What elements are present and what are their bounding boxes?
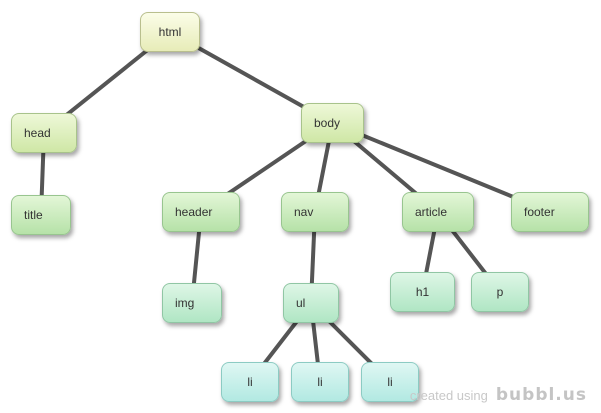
node-body[interactable]: body (301, 103, 364, 143)
node-li-3[interactable]: li (361, 362, 419, 402)
node-li-2[interactable]: li (291, 362, 349, 402)
node-p[interactable]: p (471, 272, 529, 312)
node-title[interactable]: title (11, 195, 71, 235)
bubblus-logo: bubbl.us (495, 385, 587, 405)
node-h1[interactable]: h1 (390, 272, 455, 312)
node-header[interactable]: header (162, 192, 240, 232)
node-img[interactable]: img (162, 283, 222, 323)
node-head[interactable]: head (11, 113, 77, 153)
watermark: created using bubbl.us (410, 385, 587, 405)
node-html[interactable]: html (140, 12, 200, 52)
node-nav[interactable]: nav (281, 192, 349, 232)
watermark-text: created using (409, 388, 488, 403)
node-article[interactable]: article (402, 192, 474, 232)
node-li-1[interactable]: li (221, 362, 279, 402)
node-footer[interactable]: footer (511, 192, 589, 232)
node-ul[interactable]: ul (283, 283, 339, 323)
